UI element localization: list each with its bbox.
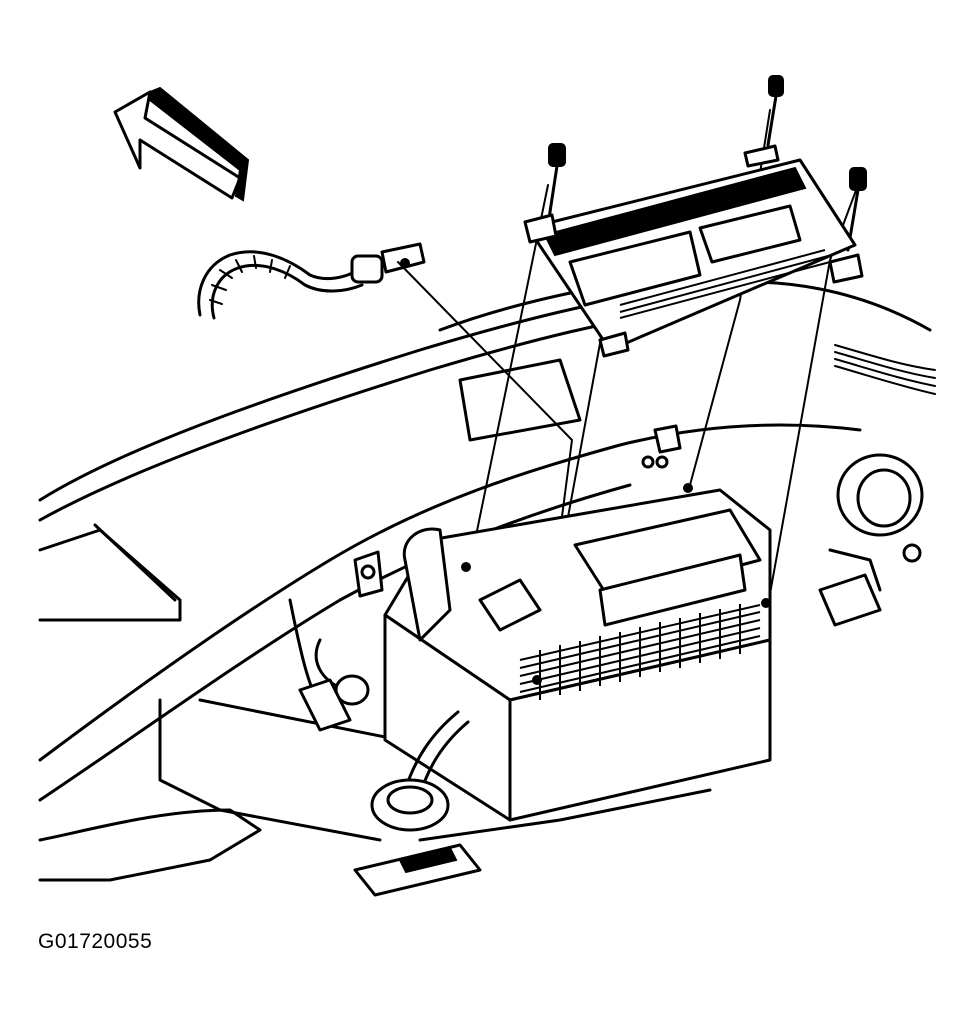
figure-id-label: G01720055 (38, 930, 153, 953)
screw-icon (546, 75, 867, 252)
direction-arrow-icon (113, 86, 250, 202)
floor-bracket (353, 788, 712, 897)
bracket (641, 424, 682, 469)
drain-hose (197, 242, 426, 320)
filter-cover (523, 144, 864, 358)
wiring-harness (834, 344, 936, 395)
hvac-module (383, 483, 772, 822)
blower-motor (818, 453, 924, 627)
clip (298, 550, 384, 732)
grommet (370, 710, 470, 832)
